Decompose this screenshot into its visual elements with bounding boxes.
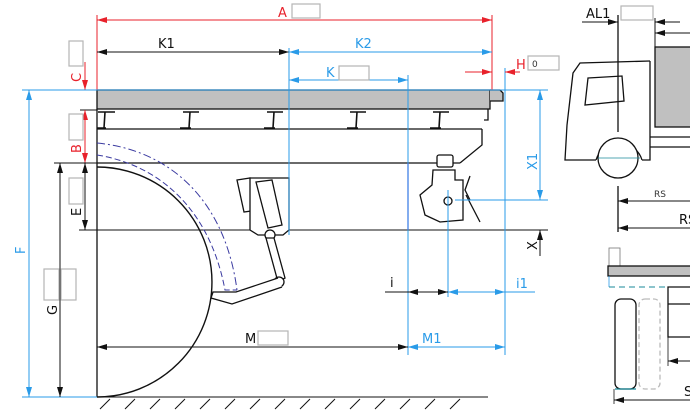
dimension-k-label: K xyxy=(326,66,335,81)
dimension-rs-label: RS xyxy=(679,213,690,228)
dimension-m-label: M xyxy=(245,332,256,347)
lift-mechanism xyxy=(210,177,290,305)
dimension-x: X xyxy=(526,230,543,256)
dimension-i-label: i xyxy=(390,276,394,291)
dimension-rs-small-label: RS xyxy=(654,190,666,200)
dimension-m-input[interactable] xyxy=(257,330,289,346)
dimension-c: C xyxy=(68,40,88,90)
dimension-k1: K1 xyxy=(97,37,289,55)
fender-dashed-inner xyxy=(96,154,237,291)
dimension-s-label: S xyxy=(684,385,690,400)
dimension-m1-label: M1 xyxy=(422,332,442,347)
cross-members xyxy=(97,111,449,129)
fender-dashed-outer xyxy=(96,142,238,291)
dimension-g-input-1[interactable] xyxy=(43,268,60,301)
dimension-x1: X1 xyxy=(455,90,548,201)
dimension-rs-small: RS xyxy=(618,190,690,204)
dimension-b: B xyxy=(68,109,97,163)
dimension-x-label: X xyxy=(526,241,541,250)
wheel-outline xyxy=(96,166,213,398)
dimension-al1: AL1 xyxy=(582,5,690,47)
dimension-b-input[interactable] xyxy=(68,113,84,141)
truck-side-view xyxy=(564,15,690,232)
dimension-h-input[interactable] xyxy=(527,55,560,71)
tire-outline xyxy=(614,298,637,390)
tire-dashed xyxy=(638,298,661,390)
dimension-al1-label: AL1 xyxy=(586,7,610,22)
chassis-frame xyxy=(96,89,504,397)
dimension-a: A xyxy=(96,3,493,90)
dimension-k2-label: K2 xyxy=(355,37,372,52)
dimension-i1: i1 xyxy=(448,277,535,295)
dimension-al1-input[interactable] xyxy=(620,5,654,21)
dimension-m: M xyxy=(97,330,408,350)
dimension-k-input[interactable] xyxy=(338,65,370,81)
dimension-e: E xyxy=(68,163,97,231)
rear-view xyxy=(607,247,690,390)
trailer-coupling-head xyxy=(407,154,481,230)
dimension-h-value: 0 xyxy=(532,60,538,70)
dimension-i1-label: i1 xyxy=(516,277,528,292)
dimension-h-label: H xyxy=(516,58,526,73)
dimension-g-input-2[interactable] xyxy=(60,268,77,301)
dimension-g-label: G xyxy=(46,305,61,315)
dimension-k: K xyxy=(289,65,409,355)
ground-line xyxy=(97,396,488,410)
dimension-c-input[interactable] xyxy=(68,40,84,67)
dimension-x1-label: X1 xyxy=(526,153,541,170)
dimension-g: G xyxy=(43,163,77,397)
dimension-a-label: A xyxy=(278,6,287,21)
dimension-k1-label: K1 xyxy=(158,37,175,52)
dimension-i: i xyxy=(385,190,449,297)
dimension-f: F xyxy=(14,89,548,398)
dimension-m1: M1 xyxy=(408,332,505,350)
dimension-h: H 0 xyxy=(465,55,560,355)
dimension-e-input[interactable] xyxy=(68,177,84,205)
dimension-e-label: E xyxy=(70,208,85,216)
dimension-s: S xyxy=(613,385,690,404)
dimension-b-label: B xyxy=(70,144,85,153)
dimension-rs: RS xyxy=(618,213,690,231)
dimension-a-input[interactable] xyxy=(291,3,321,19)
dimension-c-label: C xyxy=(70,73,85,82)
dimension-f-label: F xyxy=(14,247,29,254)
